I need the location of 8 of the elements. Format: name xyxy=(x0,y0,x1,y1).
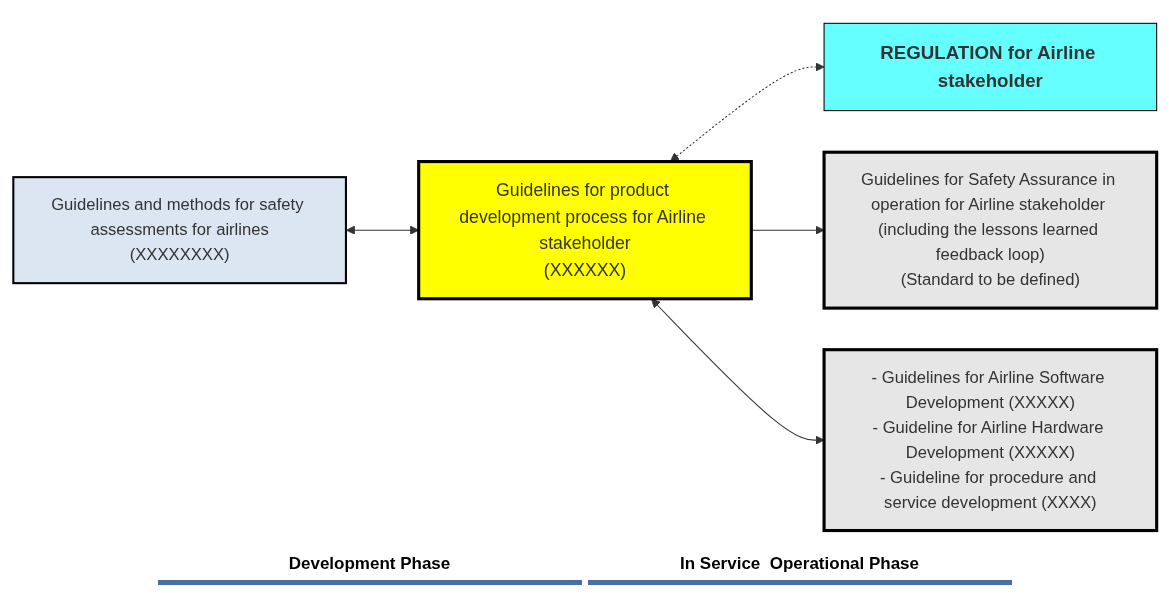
arrow xyxy=(669,62,824,162)
node-box: - Guidelines for Airline Software Development (XXXXX) - Guideline for Airline Hardware Development (XXXXX) - Guideline for procedure and service development (XXXX) xyxy=(822,348,1158,533)
node-box: REGULATION for Airline stakeholder xyxy=(823,22,1157,112)
phase-label: In Service Operational Phase xyxy=(587,554,1012,585)
node-box: Guidelines and methods for safety assessments for airlines (XXXXXXXX) xyxy=(11,176,347,285)
phase-label: Development Phase xyxy=(157,554,582,585)
node-box: Guidelines for product development process for Airline stakeholder (XXXXXX) xyxy=(416,160,753,301)
node-box: Guidelines for Safety Assurance in operation for Airline stakeholder (including the lessons learned feedback loop) (Standard to be defined) xyxy=(822,150,1158,310)
